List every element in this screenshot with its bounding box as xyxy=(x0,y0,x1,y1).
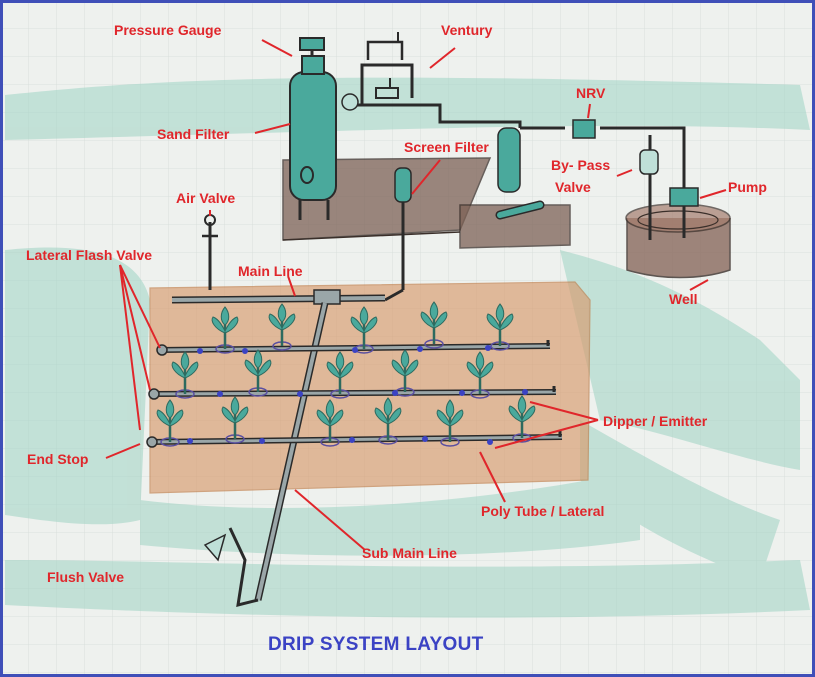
label-screen-filter: Screen Filter xyxy=(404,139,489,155)
nrv-icon xyxy=(572,119,596,139)
label-ventury: Ventury xyxy=(441,22,493,38)
pump-icon xyxy=(648,168,699,240)
screen-filter-icon xyxy=(384,167,412,302)
diagram-title: DRIP SYSTEM LAYOUT xyxy=(268,634,484,655)
leader-lines xyxy=(105,39,727,551)
right-filter-icon xyxy=(495,127,545,220)
ventury-icon xyxy=(375,78,399,99)
label-pressure-gauge: Pressure Gauge xyxy=(114,22,222,38)
bypass-valve-icon xyxy=(639,149,659,175)
label-well: Well xyxy=(669,291,698,307)
label-sand-filter: Sand Filter xyxy=(157,126,230,142)
label-flush-valve: Flush Valve xyxy=(47,569,125,585)
label-bypass-valve-2: Valve xyxy=(555,179,591,195)
label-end-stop: End Stop xyxy=(27,451,89,467)
crop-field xyxy=(149,281,591,494)
label-lateral-flash-valve: Lateral Flash Valve xyxy=(26,247,153,263)
label-nrv: NRV xyxy=(576,85,606,101)
water-wash xyxy=(5,77,810,618)
label-pump: Pump xyxy=(728,179,767,195)
head-unit-piping xyxy=(355,32,686,190)
well-icon xyxy=(625,203,731,279)
label-air-valve: Air Valve xyxy=(176,190,236,206)
sand-filter-icon xyxy=(289,37,359,220)
label-main-line: Main Line xyxy=(238,263,303,279)
label-bypass-valve-1: By- Pass xyxy=(551,157,611,173)
emitters xyxy=(187,345,528,445)
label-sub-main-line: Sub Main Line xyxy=(362,545,457,561)
label-poly-tube-lateral: Poly Tube / Lateral xyxy=(481,503,605,519)
sub-main-line xyxy=(203,302,329,608)
label-dipper-emitter: Dipper / Emitter xyxy=(603,413,708,429)
